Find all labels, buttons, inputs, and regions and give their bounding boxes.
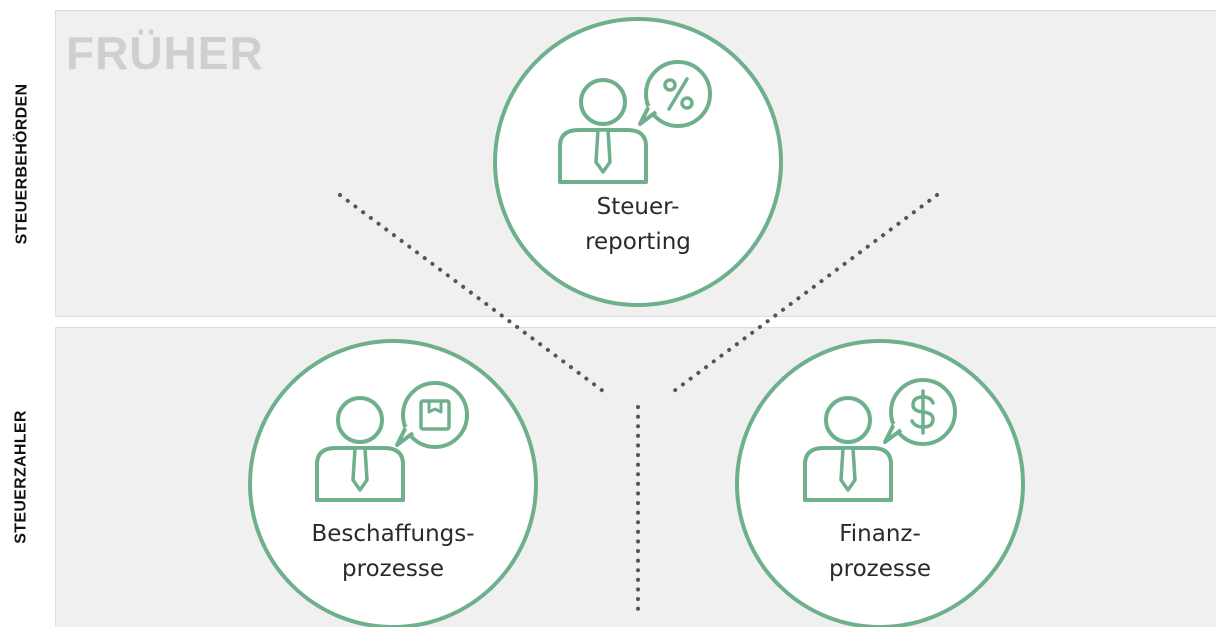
heading: FRÜHER (66, 27, 264, 79)
connector-right (668, 193, 939, 396)
node-title-beschaffungsprozesse: Beschaffungs- prozesse (273, 517, 513, 587)
connector-left (338, 193, 609, 396)
node-title-finanzprozesse: Finanz- prozesse (770, 517, 990, 587)
dollar-icon (885, 380, 955, 444)
node-title-line1: Beschaffungs- (311, 521, 475, 547)
node-title-line1: Steuer- (596, 194, 680, 220)
package-icon (397, 383, 467, 447)
node-beschaffungsprozesse (248, 339, 538, 627)
node-title-line2: reporting (585, 229, 691, 255)
node-title-line2: prozesse (829, 556, 931, 582)
node-title-line1: Finanz- (839, 521, 921, 547)
node-steuerreporting (493, 17, 783, 307)
percent-icon (640, 62, 710, 126)
node-finanzprozesse (735, 339, 1025, 627)
node-title-line2: prozesse (342, 556, 444, 582)
node-title-steuerreporting: Steuer- reporting (528, 190, 748, 260)
